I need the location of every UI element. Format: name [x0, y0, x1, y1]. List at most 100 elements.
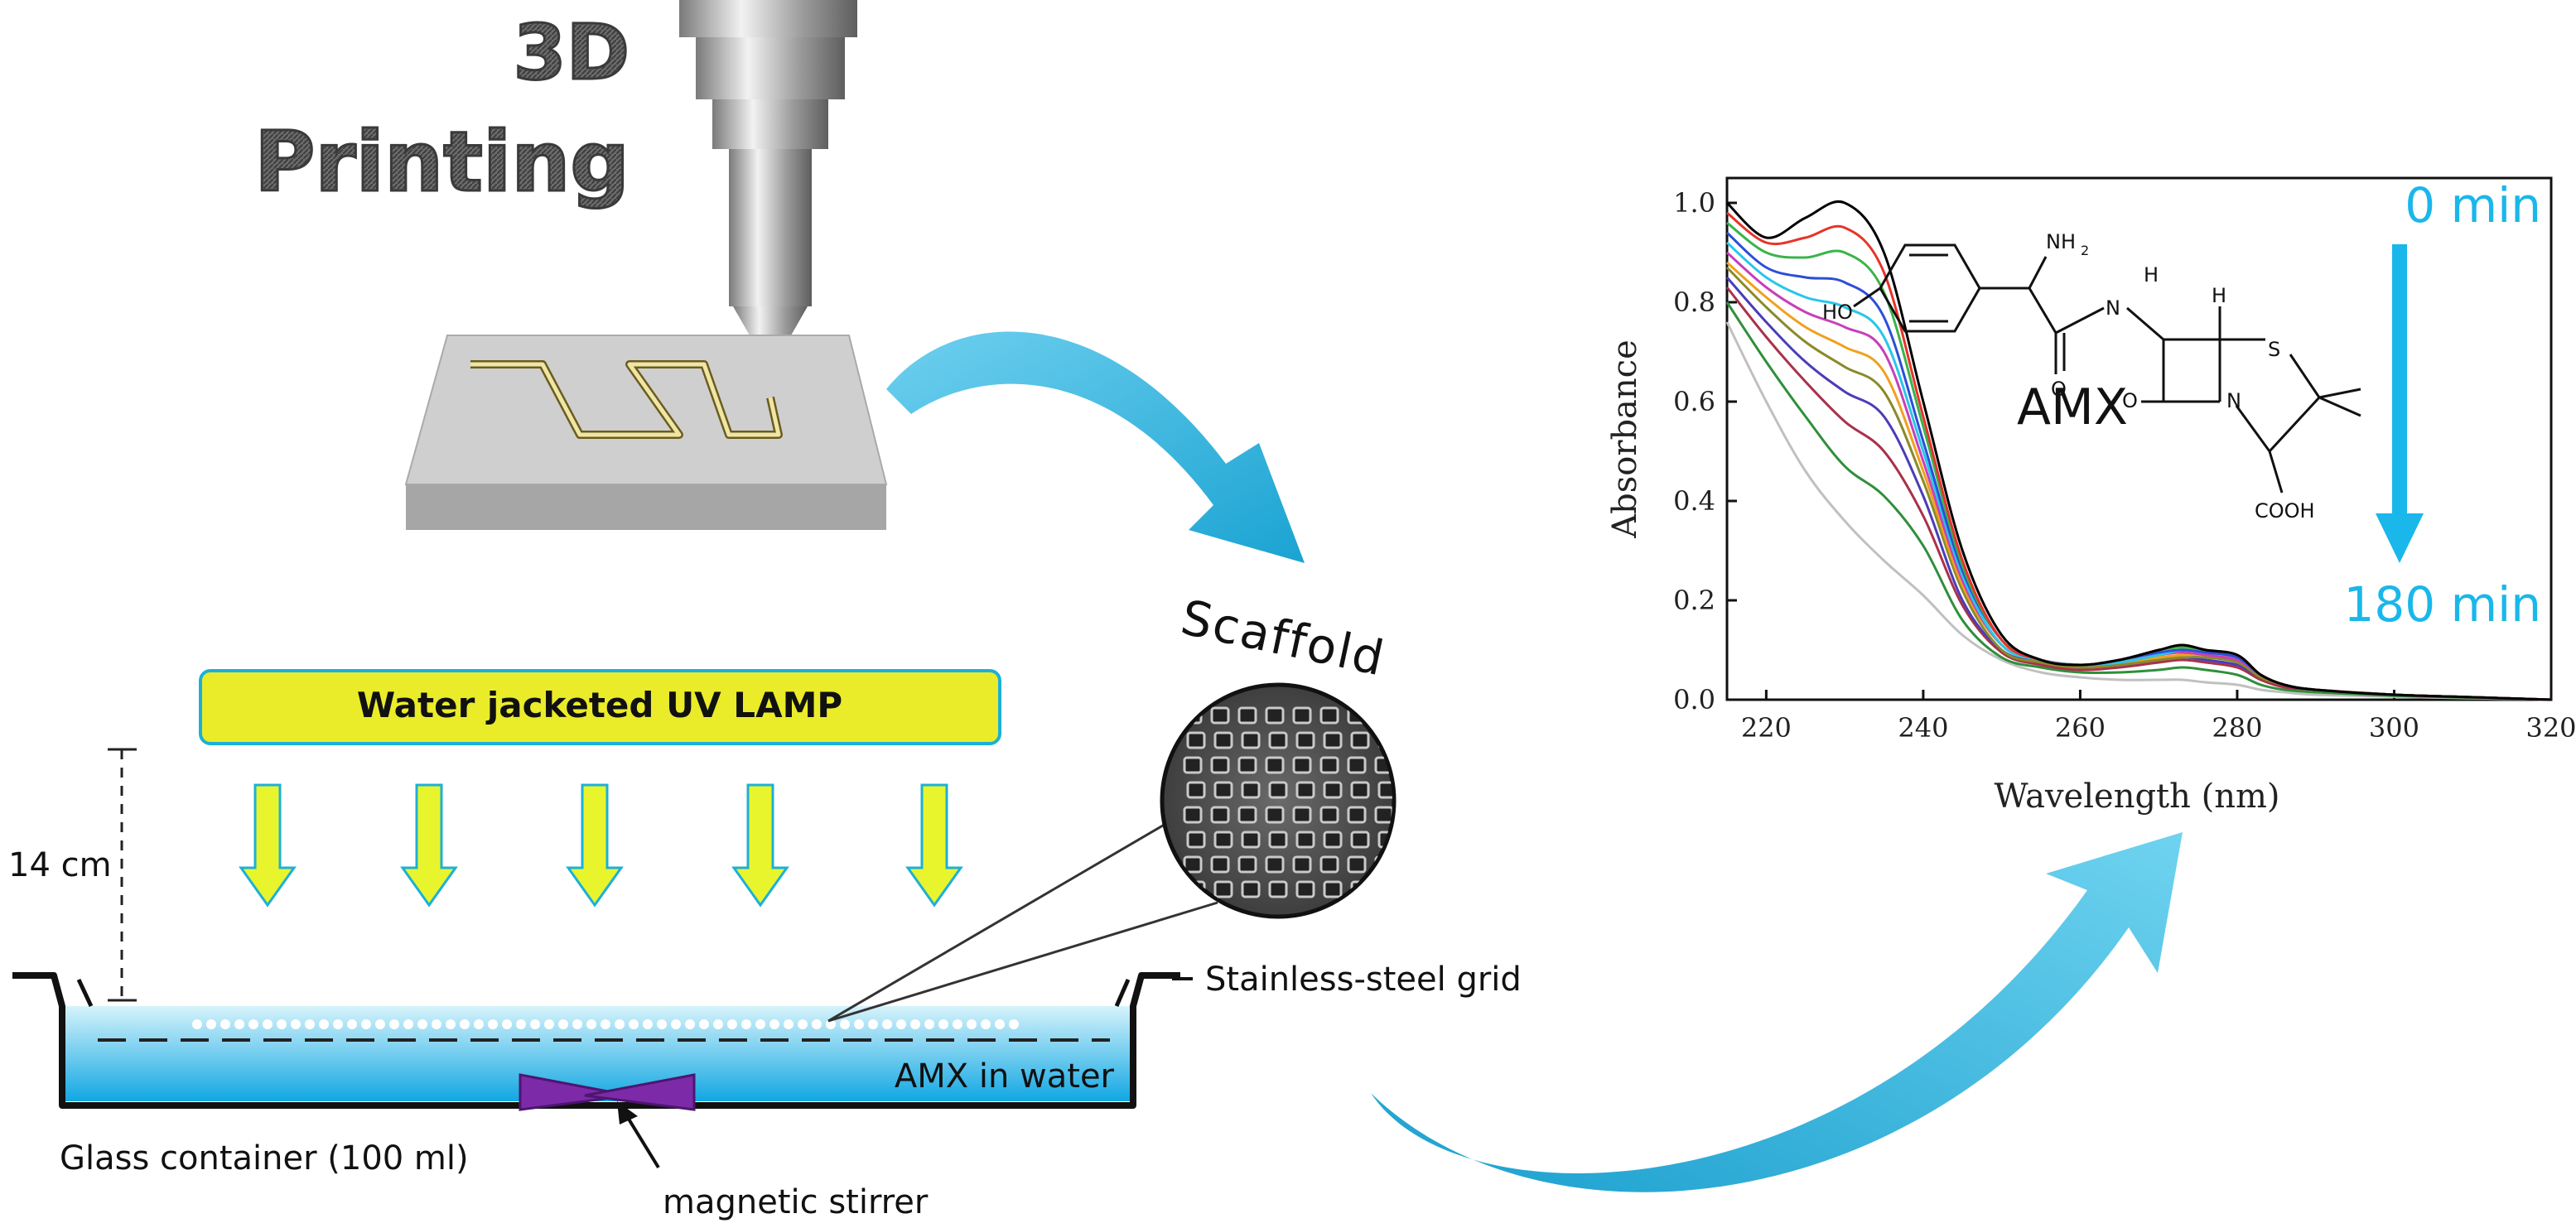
container-label: Glass container (100 ml) — [60, 1139, 469, 1177]
x-tick-label: 280 — [2212, 712, 2262, 744]
time-arrow-shaft — [2392, 244, 2407, 518]
time-start-label: 0 min — [2405, 177, 2541, 234]
scaffold-pore — [1241, 731, 1261, 749]
atom-nh2-sub: 2 — [2081, 243, 2089, 258]
scaffold-pore — [1323, 880, 1343, 898]
scaffold-pore — [1295, 880, 1315, 898]
curved-arrow-to-scaffold — [886, 331, 1305, 563]
scaffold-pore — [1319, 855, 1339, 874]
x-tick-label: 260 — [2055, 712, 2106, 744]
atom-nh2: NH — [2046, 230, 2076, 253]
time-arrow-head — [2376, 513, 2424, 563]
y-tick-label: 0.8 — [1673, 287, 1715, 318]
atom-s: S — [2268, 338, 2280, 361]
scaffold-pore — [1241, 781, 1261, 799]
y-tick-label: 0.2 — [1673, 585, 1715, 616]
scaffold-pore — [1347, 756, 1367, 774]
time-indicator: 0 min 180 min — [2343, 177, 2541, 633]
scaffold-pore — [1319, 756, 1339, 774]
scaffold-pore — [1210, 806, 1230, 824]
uv-lamp-label: Water jacketed UV LAMP — [357, 685, 842, 725]
print-bed — [404, 335, 888, 530]
atom-h-ring: H — [2212, 284, 2226, 307]
amx-molecule — [1853, 243, 2361, 494]
scaffold-pore — [1210, 706, 1230, 725]
uv-arrow — [400, 783, 458, 908]
atom-o-amide: O — [2051, 378, 2067, 401]
absorbance-series-line — [1725, 200, 2552, 701]
scaffold-pore — [1265, 855, 1285, 874]
grid-callout: Stainless-steel grid — [1172, 961, 1522, 999]
atom-n-ring: N — [2226, 389, 2241, 412]
scaffold-pore — [1265, 756, 1285, 774]
scaffold-pore — [1268, 831, 1288, 849]
uv-arrow — [905, 783, 963, 908]
atom-o-lactam: O — [2122, 389, 2138, 412]
atom-ho: HO — [1822, 301, 1853, 324]
glass-container: AMX in water — [12, 972, 1180, 1111]
scaffold-pore — [1323, 781, 1343, 799]
scaffold-pore — [1350, 831, 1370, 849]
scaffold-pore — [1213, 781, 1233, 799]
scaffold-pore — [1183, 855, 1203, 874]
scaffold-pore — [1241, 880, 1261, 898]
magnetic-stirrer-bar — [519, 1073, 696, 1111]
uv-lamp: Water jacketed UV LAMP — [199, 669, 1001, 745]
absorbance-series-line — [1725, 266, 2552, 701]
printing-title: 3D Printing — [253, 7, 631, 212]
plot-frame — [1725, 176, 2553, 701]
y-axis-label: Absorbance — [1606, 340, 1644, 539]
scaffold-pore — [1292, 706, 1312, 725]
atom-cooh: COOH — [2255, 499, 2315, 523]
scaffold-pore — [1295, 731, 1315, 749]
stirrer-pointer — [617, 1101, 660, 1169]
scaffold-pore — [1350, 781, 1370, 799]
y-tick-label: 0.4 — [1673, 485, 1715, 517]
scaffold-pore — [1213, 831, 1233, 849]
scaffold-pore — [1374, 806, 1392, 824]
scaffold-pore — [1186, 831, 1206, 849]
water-label: AMX in water — [895, 1057, 1115, 1096]
curved-arrow-to-chart — [1371, 832, 2183, 1192]
x-axis-label: Wavelength (nm) — [1994, 778, 2279, 816]
scaffold-pore — [1319, 706, 1339, 725]
absorbance-series-line — [1725, 321, 2552, 701]
x-tick-label: 240 — [1898, 712, 1948, 744]
uv-arrow — [731, 783, 789, 908]
x-tick-label: 320 — [2525, 712, 2576, 744]
scaffold-pore — [1213, 731, 1233, 749]
y-tick-label: 1.0 — [1673, 187, 1715, 219]
scaffold-pore — [1237, 706, 1257, 725]
absorbance-series-line — [1725, 277, 2552, 701]
absorbance-series-line — [1725, 301, 2552, 701]
uv-arrow — [239, 783, 297, 908]
atom-n-amide: N — [2106, 296, 2120, 320]
scaffold-pore — [1210, 756, 1230, 774]
scaffold-pore — [1319, 806, 1339, 824]
scaffold-pore — [1350, 731, 1370, 749]
scaffold-pore — [1237, 855, 1257, 874]
uv-arrows — [239, 783, 963, 908]
scaffold-pore — [1374, 706, 1392, 725]
printing-title-line2: Printing — [254, 113, 630, 210]
scaffold-pore — [1183, 756, 1203, 774]
y-tick-label: 0.6 — [1673, 386, 1715, 417]
uv-arrow — [566, 783, 624, 908]
scaffold-pore — [1292, 806, 1312, 824]
distance-marker: 14 cm — [8, 748, 137, 1002]
scaffold-pore — [1268, 880, 1288, 898]
scaffold-zoom-lines — [827, 802, 1218, 1023]
distance-label: 14 cm — [8, 846, 112, 884]
scaffold-pore — [1377, 880, 1392, 898]
scaffold-pore — [1268, 731, 1288, 749]
scaffold-pore — [1186, 781, 1206, 799]
time-end-label: 180 min — [2343, 576, 2541, 633]
molecule-name: AMX — [2017, 378, 2128, 436]
scaffold-pore — [1210, 855, 1230, 874]
scaffold-pore — [1183, 806, 1203, 824]
scaffold-pore — [1292, 756, 1312, 774]
y-tick-label: 0.0 — [1673, 684, 1715, 715]
scaffold-pore — [1213, 880, 1233, 898]
